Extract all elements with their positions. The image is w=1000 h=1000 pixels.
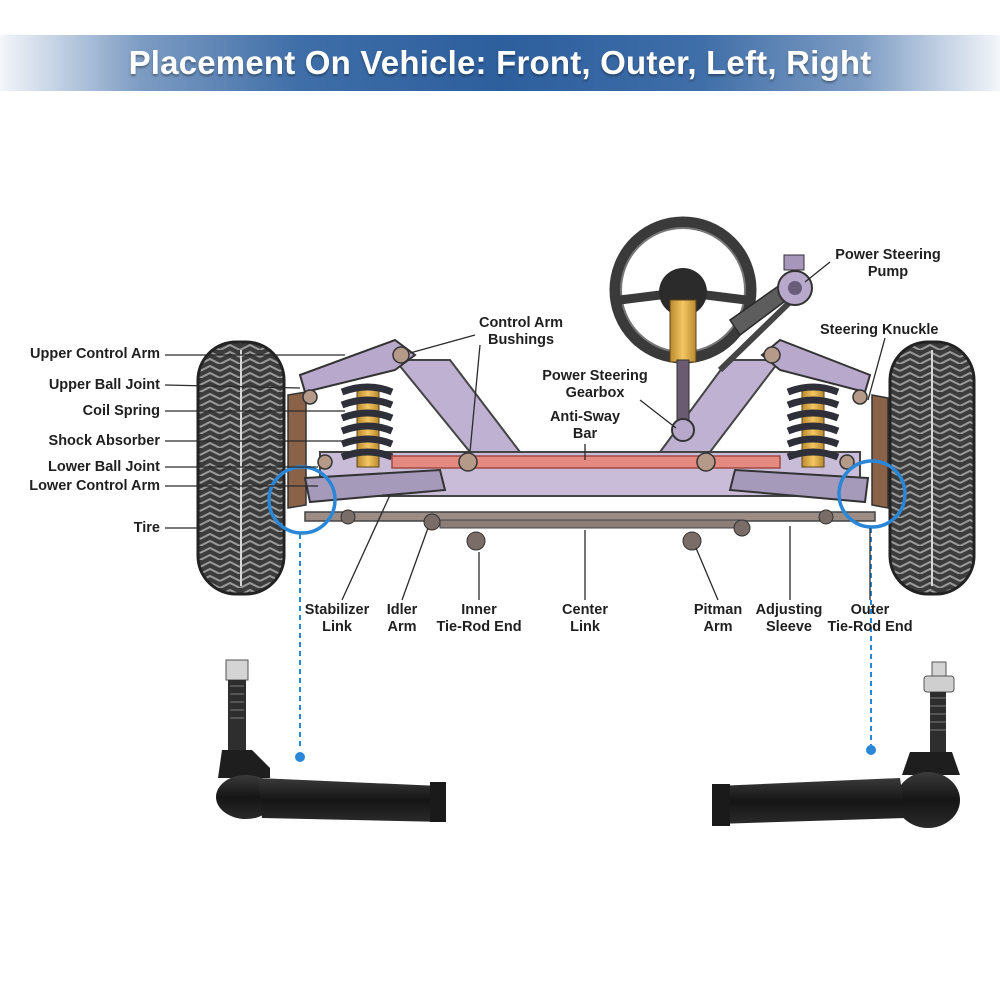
anti-sway-bar (391, 455, 781, 469)
label-coil-spring: Coil Spring (82, 403, 160, 419)
left-tie-rod-end-product (216, 659, 446, 822)
label-anti-sway-bar: Anti-Sway Bar (549, 409, 621, 442)
power-steering-gearbox (671, 418, 695, 442)
right-leader-dot (866, 745, 876, 755)
label-outer-tie-rod-end: Outer Tie-Rod End (827, 602, 913, 635)
label-center-link: Center Link (562, 602, 608, 635)
steering-column (669, 299, 697, 363)
steering-linkage (304, 509, 876, 551)
label-adjusting-sleeve: Adjusting Sleeve (755, 602, 823, 635)
left-tire (196, 340, 286, 596)
label-power-steering-pump: Power Steering Pump (835, 247, 941, 280)
power-steering-pump (717, 254, 813, 373)
right-tire (888, 340, 976, 596)
label-tire: Tire (133, 520, 160, 536)
label-control-arm-bushings: Control Arm Bushings (478, 315, 564, 348)
label-upper-control-arm: Upper Control Arm (30, 346, 160, 362)
right-coil-spring (786, 383, 840, 468)
label-lower-ball-joint: Lower Ball Joint (48, 459, 160, 475)
bushings (302, 346, 868, 472)
left-steering-knuckle (287, 391, 307, 509)
label-steering-knuckle: Steering Knuckle (820, 322, 939, 338)
left-lower-control-arm (303, 468, 447, 504)
right-steering-knuckle (871, 394, 889, 509)
label-inner-tie-rod-end: Inner Tie-Rod End (436, 602, 522, 635)
page-title: Placement On Vehicle: Front, Outer, Left… (128, 44, 872, 81)
left-coil-spring (340, 383, 394, 468)
right-lower-control-arm (728, 468, 870, 504)
leader-lines (164, 261, 886, 601)
label-stabilizer-link: Stabilizer Link (304, 602, 370, 635)
title-banner: Placement On Vehicle: Front, Outer, Left… (0, 35, 1000, 91)
label-pitman-arm: Pitman Arm (693, 602, 743, 635)
label-shock-absorber: Shock Absorber (48, 433, 160, 449)
label-idler-arm: Idler Arm (386, 602, 418, 635)
label-lower-control-arm: Lower Control Arm (29, 478, 160, 494)
label-power-steering-gearbox: Power Steering Gearbox (542, 368, 648, 401)
right-tie-rod-end-product (712, 661, 960, 828)
right-outer-tie-rod-highlight (837, 459, 907, 529)
label-upper-ball-joint: Upper Ball Joint (48, 377, 160, 393)
left-leader-dot (295, 752, 305, 762)
